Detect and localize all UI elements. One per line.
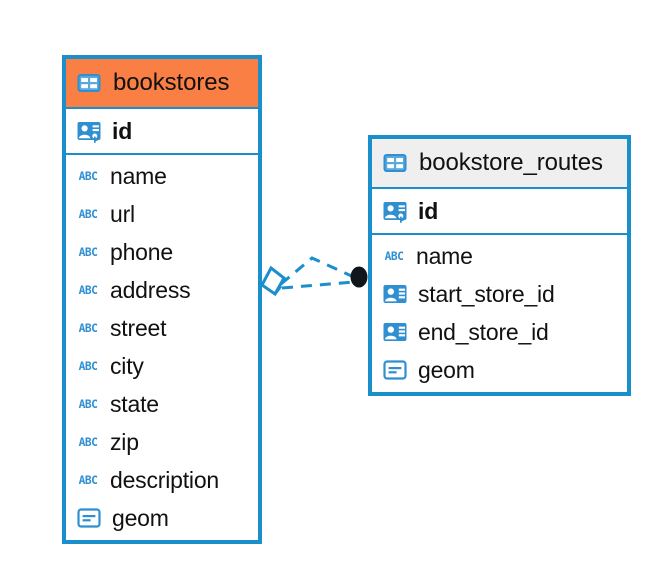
- entity-title-bookstore-routes: bookstore_routes: [419, 149, 603, 176]
- relationship-line-lower: [281, 280, 355, 290]
- text-type-icon: ABC: [79, 170, 98, 183]
- field-row[interactable]: ABC zip: [66, 423, 258, 461]
- field-row-id[interactable]: id: [66, 109, 258, 153]
- field-label: geom: [418, 356, 475, 383]
- field-label-id: id: [418, 197, 439, 224]
- primary-key-block-bookstore-routes: id: [372, 187, 627, 235]
- field-row[interactable]: ABC name: [66, 157, 258, 195]
- field-row[interactable]: ABC street: [66, 309, 258, 347]
- field-label-id: id: [112, 117, 133, 144]
- primary-key-block-bookstores: id: [66, 107, 258, 155]
- field-label: city: [110, 352, 144, 379]
- entity-bookstore-routes[interactable]: bookstore_routes id ABC name start_store_i…: [368, 135, 631, 396]
- field-label: phone: [110, 238, 173, 265]
- field-label: geom: [112, 504, 169, 531]
- field-row[interactable]: ABC description: [66, 461, 258, 499]
- svg-text:ABC: ABC: [79, 246, 98, 259]
- svg-text:ABC: ABC: [79, 474, 98, 487]
- field-label: address: [110, 276, 191, 303]
- entity-title-bookstores: bookstores: [113, 69, 230, 96]
- field-row[interactable]: end_store_id: [372, 313, 627, 351]
- field-row[interactable]: ABC name: [372, 237, 627, 275]
- svg-text:ABC: ABC: [79, 436, 98, 449]
- svg-text:ABC: ABC: [79, 170, 98, 183]
- entity-header-bookstore-routes[interactable]: bookstore_routes: [372, 139, 627, 187]
- field-label: name: [110, 162, 167, 189]
- svg-text:ABC: ABC: [79, 284, 98, 297]
- svg-text:ABC: ABC: [79, 398, 98, 411]
- entity-header-bookstores[interactable]: bookstores: [66, 59, 258, 107]
- primary-key-icon: [383, 202, 407, 223]
- field-label: description: [110, 466, 220, 493]
- field-row[interactable]: ABC city: [66, 347, 258, 385]
- table-icon: [77, 74, 101, 92]
- foreign-key-icon: [383, 323, 407, 341]
- text-type-icon: ABC: [79, 360, 98, 373]
- svg-text:ABC: ABC: [385, 250, 404, 263]
- svg-text:ABC: ABC: [79, 208, 98, 221]
- field-label: name: [416, 242, 473, 269]
- geometry-type-icon: [383, 360, 407, 380]
- field-row[interactable]: ABC state: [66, 385, 258, 423]
- text-type-icon: ABC: [79, 284, 98, 297]
- text-type-icon: ABC: [79, 246, 98, 259]
- field-row[interactable]: ABC url: [66, 195, 258, 233]
- diamond-marker: [260, 265, 286, 297]
- svg-text:ABC: ABC: [79, 322, 98, 335]
- field-row[interactable]: start_store_id: [372, 275, 627, 313]
- text-type-icon: ABC: [79, 322, 98, 335]
- field-row-id[interactable]: id: [372, 189, 627, 233]
- field-row[interactable]: geom: [372, 351, 627, 389]
- text-type-icon: ABC: [79, 208, 98, 221]
- field-label: start_store_id: [418, 280, 555, 307]
- text-type-icon: ABC: [79, 474, 98, 487]
- text-type-icon: ABC: [79, 398, 98, 411]
- field-label: end_store_id: [418, 318, 549, 345]
- field-row[interactable]: ABC address: [66, 271, 258, 309]
- text-type-icon: ABC: [385, 250, 404, 263]
- foreign-key-icon: [383, 285, 407, 303]
- field-row[interactable]: ABC phone: [66, 233, 258, 271]
- primary-key-icon: [77, 122, 101, 143]
- table-icon: [383, 154, 407, 172]
- diamond-marker-tail: [273, 285, 283, 295]
- relationship-line-upper: [280, 256, 357, 286]
- svg-text:ABC: ABC: [79, 360, 98, 373]
- field-label: street: [110, 314, 167, 341]
- geometry-type-icon: [77, 508, 101, 528]
- field-label: url: [110, 200, 135, 227]
- field-row[interactable]: geom: [66, 499, 258, 537]
- field-label: state: [110, 390, 159, 417]
- field-label: zip: [110, 428, 139, 455]
- filled-circle-marker: [350, 266, 368, 288]
- text-type-icon: ABC: [79, 436, 98, 449]
